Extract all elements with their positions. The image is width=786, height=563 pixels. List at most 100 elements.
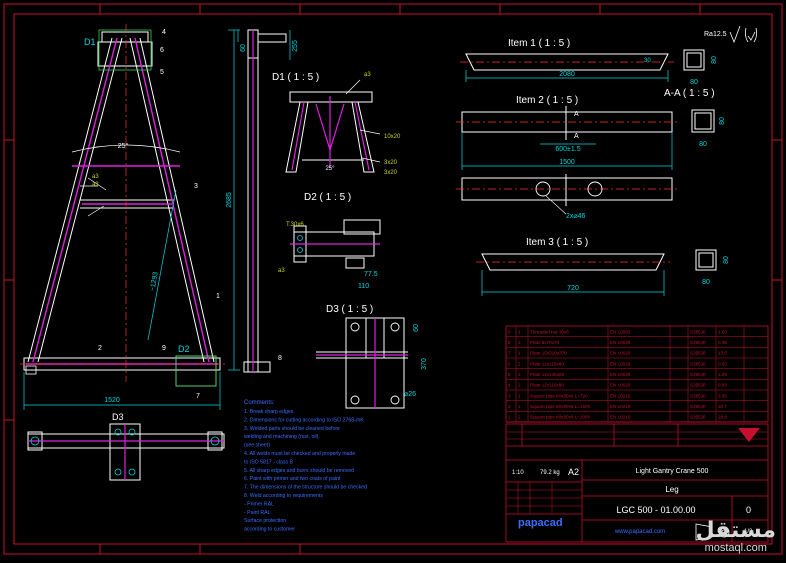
bom-cell: 9	[508, 329, 511, 334]
dim-item2-len: 1500	[559, 159, 575, 166]
roughness-symbol	[729, 25, 758, 44]
d2-circles	[297, 235, 303, 253]
note-line: Surface protection	[244, 518, 286, 524]
bom-cell: Square pipe 80x80x6 L=2080	[530, 415, 591, 420]
dim-item1-sq2: 80	[690, 79, 698, 86]
tb-project: Light Gantry Crane 500	[636, 468, 709, 475]
bom-cell: EN 10029	[610, 361, 631, 366]
dim-d3-h: 370	[421, 358, 428, 370]
dim-item1-w: 30	[644, 58, 651, 64]
bom-cell: 20.7	[718, 404, 727, 409]
dim-angle: 25°	[118, 142, 129, 150]
bom-cell: Plate 12x110x80	[530, 361, 564, 366]
bom-cell: 0.83	[718, 361, 727, 366]
weld-d1-len1: 10x20	[384, 134, 401, 140]
bom-cell: 28.8	[718, 415, 727, 420]
weld-symbols-main	[80, 177, 107, 217]
dim-item3-len: 720	[567, 285, 579, 292]
dim-item2-holes: 2x⌀46	[566, 213, 586, 220]
note-line: - Primer RAL	[244, 501, 274, 507]
title-item2: Item 2 ( 1 : 5 )	[516, 95, 578, 106]
title-d1: D1 ( 1 : 5 )	[272, 72, 319, 83]
note-line: - Paint RAL	[244, 510, 271, 516]
bom-cell: S355J0	[690, 329, 706, 334]
item2-leader	[545, 195, 567, 215]
tb-part: Leg	[665, 485, 678, 494]
tb-mass: 79.2 kg	[540, 470, 560, 476]
company-mark-icon	[738, 428, 760, 442]
bom-cell: S355J0	[690, 383, 706, 388]
section-a-top: A	[574, 111, 579, 118]
dim-d2-wall: T:30x6	[286, 222, 304, 228]
bom-cell: 5	[508, 372, 511, 377]
tb-website: www.papacad.com	[614, 529, 665, 535]
bom-cell: EN 10083	[610, 329, 631, 334]
bom-cell: 6	[508, 361, 511, 366]
item2-holes	[535, 181, 603, 197]
bom-cell: EN 10219	[610, 393, 631, 398]
bom-cell: 1.50	[718, 329, 727, 334]
roughness: Ra12.5	[704, 31, 727, 38]
bom-cell: 7	[508, 351, 511, 356]
watermark: مستقل mostaql.com	[696, 520, 776, 555]
weld-d2: a3	[278, 268, 285, 274]
title-d3: D3 ( 1 : 5 )	[326, 304, 373, 315]
side-view-dims	[237, 30, 291, 60]
item3-view	[481, 253, 665, 271]
dim-side-h: 255	[292, 40, 299, 52]
bom-cell: S355J0	[690, 393, 706, 398]
bom-cell: EN 10029	[610, 383, 631, 388]
bom-cell: S355J0	[690, 372, 706, 377]
bom-cell: 2	[518, 340, 521, 345]
company-logo: papacad	[518, 517, 563, 529]
dim-item1-sq1: 80	[711, 56, 718, 64]
tb-revision: 0	[746, 505, 751, 515]
note-line: 3. Welded parts should be cleaned before	[244, 426, 340, 432]
outer-frame	[3, 3, 783, 555]
balloon-6: 6	[160, 47, 164, 54]
bom-cell: 4	[508, 383, 511, 388]
bom-cell: Plate 6x70x70	[530, 340, 560, 345]
note-line: according to customer	[244, 527, 295, 533]
bom-cell: Square pipe 80x80x6 L=720	[530, 393, 588, 398]
title-aa: A-A ( 1 : 5 )	[664, 88, 715, 99]
dim-item1-len: 2080	[559, 71, 575, 78]
frame-ticks	[4, 4, 782, 554]
bom-cell: 1	[518, 393, 521, 398]
bom-cell: 2	[518, 361, 521, 366]
title-d2: D2 ( 1 : 5 )	[304, 192, 351, 203]
note-line: 8. Weld according to requirements	[244, 493, 323, 499]
bom-cell: 0.46	[718, 340, 727, 345]
dim-overall-width: 1520	[104, 397, 120, 404]
note-line: 1. Break sharp edges	[244, 409, 294, 415]
dim-mid: ~1293	[149, 271, 159, 292]
bom-cell: 2	[518, 383, 521, 388]
item2-dims	[461, 132, 673, 170]
balloon-8: 8	[278, 355, 282, 362]
tb-format: A2	[568, 467, 579, 477]
bom-cell: Threaded rod 30x6	[530, 329, 569, 334]
d1-detail	[285, 91, 375, 173]
balloon-2: 2	[98, 345, 102, 352]
bom-cell: S355J0	[690, 340, 706, 345]
bom-cell: S355J0	[690, 404, 706, 409]
projection-symbol-icon	[695, 523, 730, 541]
d3-bottom-center	[28, 424, 224, 480]
dim-d2-a: 77.5	[364, 271, 378, 278]
bom-cell: Plate 12x145x80	[530, 372, 565, 377]
item2-view	[461, 106, 673, 206]
section-a-bottom: A	[574, 133, 579, 140]
bom-cell: Plate 15x310x370	[530, 351, 567, 356]
note-line: to ISO 5817 - class B	[244, 459, 294, 465]
title-d3-left: D3	[112, 412, 124, 422]
weld-d1-1: a3	[364, 72, 371, 78]
balloon-9: 9	[162, 345, 166, 352]
d3-bottom-view	[27, 423, 225, 481]
d3-detail-center	[316, 318, 408, 408]
weld-label-main-1: a3	[92, 174, 99, 180]
tb-sheet: 1/2	[744, 529, 753, 535]
item1-view	[465, 53, 669, 71]
